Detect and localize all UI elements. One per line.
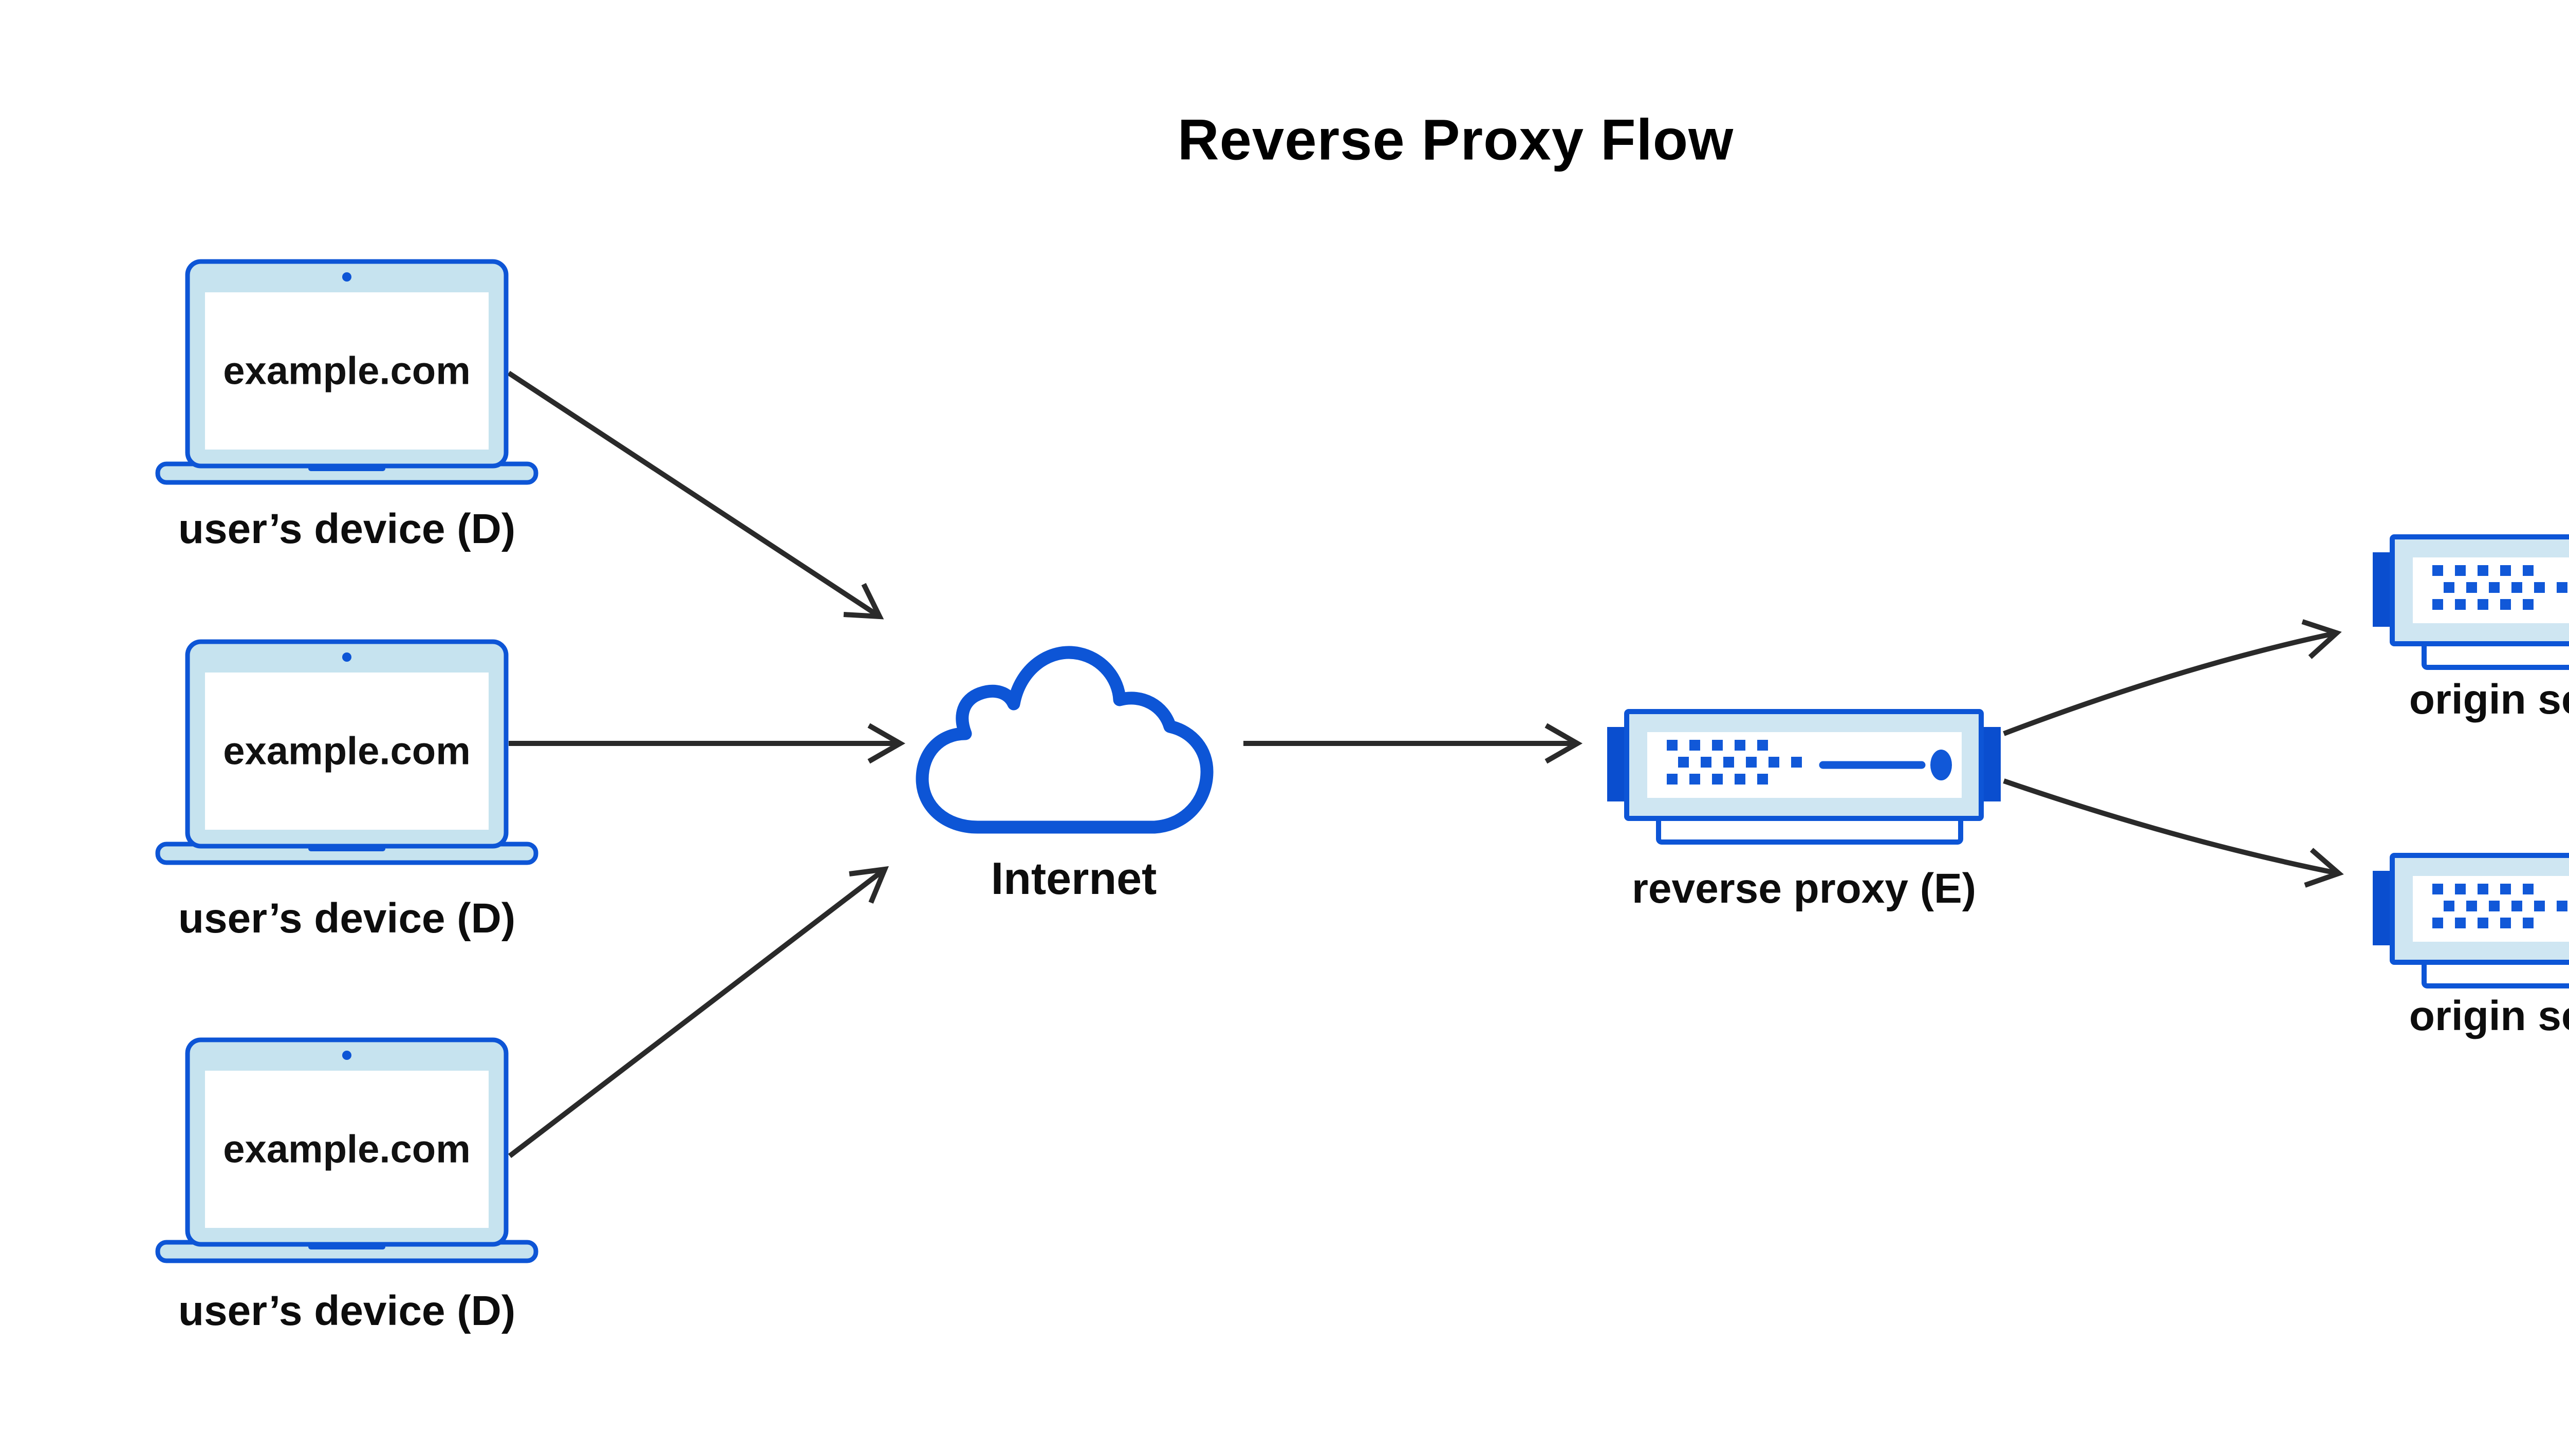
page-title: Reverse Proxy Flow [1177,107,1734,172]
arrow-proxy-to-origin2 [2003,778,2344,888]
device-3-screen-text: example.com [223,1127,471,1171]
origin-server-1-label: origin server (F) [2409,676,2569,723]
server-icon [1607,712,2001,842]
device-2-label: user’s device (D) [178,895,516,942]
arrow-proxy-to-origin1 [2003,619,2342,736]
device-3-label: user’s device (D) [178,1287,516,1334]
device-2-screen-text: example.com [223,729,471,773]
arrow-internet-to-proxy [1243,723,1583,764]
server-icon [2373,855,2569,986]
cloud-icon [916,646,1214,834]
arrow-device3-to-internet [508,866,889,1158]
internet-label: Internet [991,853,1157,904]
arrow-device1-to-internet [507,370,884,620]
server-icon [2373,537,2569,667]
device-1-screen-text: example.com [223,349,471,393]
device-1-label: user’s device (D) [178,506,516,552]
arrow-device2-to-internet [509,723,906,764]
reverse-proxy-label: reverse proxy (E) [1631,865,1977,912]
origin-server-2-label: origin server (F) [2409,993,2569,1039]
